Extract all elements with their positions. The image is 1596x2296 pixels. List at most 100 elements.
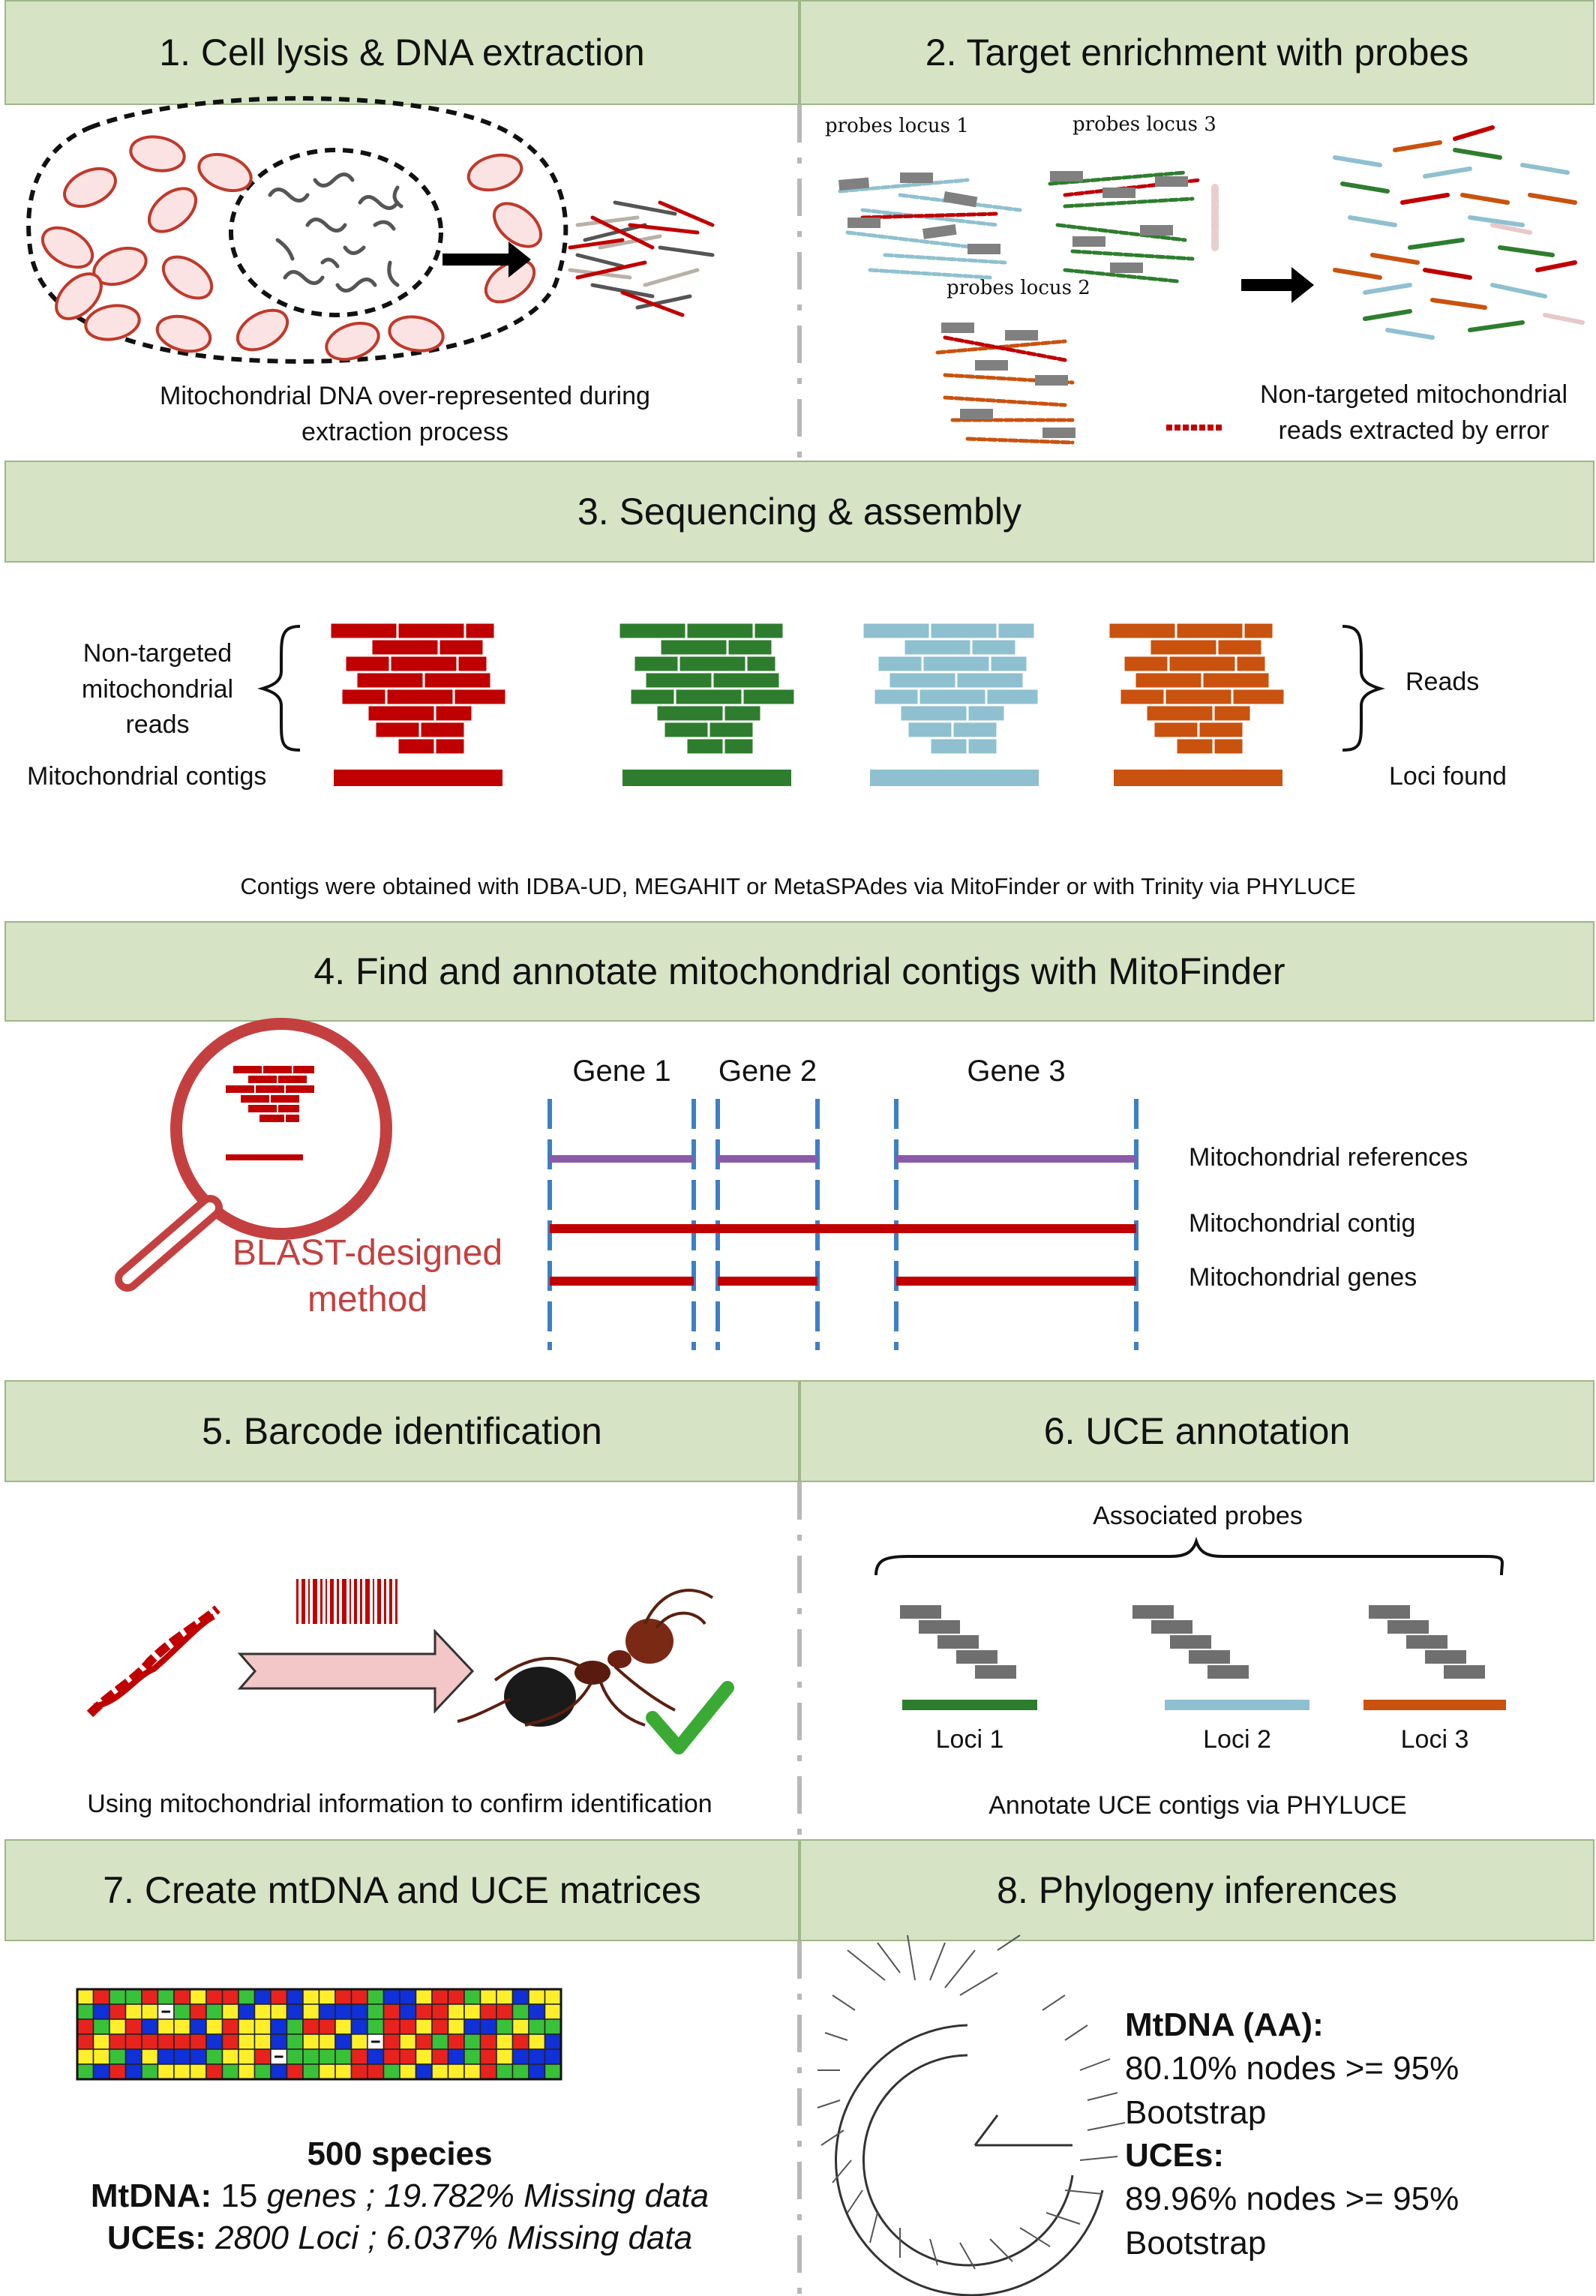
matrix-cell (415, 2048, 433, 2065)
matrix-cell (189, 2018, 207, 2035)
blast-method-label: BLAST-designed method (218, 1230, 518, 1324)
matrix-cell (141, 2033, 159, 2050)
matrix-cell (254, 1988, 272, 2005)
contig-bar-green (622, 770, 791, 786)
matrix-cell (302, 2003, 320, 2020)
matrix-cell (512, 1988, 530, 2005)
matrix-cell (270, 2003, 288, 2020)
matrix-cell (189, 2063, 207, 2080)
matrix-cell (318, 2048, 336, 2065)
matrix-cell (464, 2033, 482, 2050)
matrix-cell (286, 2033, 304, 2050)
matrix-cell (76, 1988, 94, 2005)
matrix-cell (124, 2018, 142, 2035)
matrix-cell (479, 2048, 497, 2065)
panel-2-title-text: 2. Target enrichment with probes (925, 32, 1469, 74)
matrix-cell (399, 2018, 417, 2035)
uce-stats-detail: 2800 Loci ; 6.037% Missing data (215, 2219, 693, 2256)
matrix-cell (528, 2018, 546, 2035)
matrix-cell (318, 2003, 336, 2020)
panel-4-title: 4. Find and annotate mitochondrial conti… (4, 921, 1594, 1022)
matrix-cell (367, 2003, 385, 2020)
matrix-cell (238, 2048, 256, 2065)
contig-bar-red (334, 770, 502, 786)
loci-3-label: Loci 3 (1400, 1725, 1469, 1754)
matrix-cell (157, 2048, 175, 2065)
matrix-cell (254, 2003, 272, 2020)
uce-bootstrap-stat: 89.96% nodes >= 95% Bootstrap (1125, 2180, 1460, 2262)
matrix-cell (512, 2003, 530, 2020)
matrix-cell (189, 1988, 207, 2005)
matrix-cell (382, 1988, 400, 2005)
enriched-reads-icon (1333, 125, 1585, 340)
probe-stack-1 (900, 1605, 1016, 1679)
matrix-cell (221, 1988, 239, 2005)
right-brace (1342, 625, 1385, 752)
matrix-cell (92, 1988, 110, 2005)
blast-method-line-2: method (307, 1280, 428, 1320)
matrix-cell (318, 2033, 336, 2050)
matrix-cell (238, 1988, 256, 2005)
matrix-cell (141, 2018, 159, 2035)
matrix-cell (334, 1988, 352, 2005)
matrix-cell (141, 2048, 159, 2065)
species-count: 500 species (307, 2135, 493, 2172)
matrix-cell (367, 2048, 385, 2065)
matrix-cell (382, 2063, 400, 2080)
dna-helix-icon (86, 1605, 220, 1718)
matrix-cell (528, 2033, 546, 2050)
matrix-cell (350, 2018, 368, 2035)
matrix-cell (221, 2003, 239, 2020)
matrix-cell (109, 2063, 127, 2080)
matrix-cell (431, 2033, 449, 2050)
panel-6-title: 6. UCE annotation (800, 1380, 1594, 1482)
matrix-cell (157, 2018, 175, 2035)
matrix-cell (92, 2033, 110, 2050)
matrix-cell (189, 2048, 207, 2065)
data-matrix (76, 1988, 562, 2081)
matrix-cell (206, 2048, 224, 2065)
mtdna-stats-label: MtDNA: (90, 2177, 212, 2214)
matrix-cell (76, 2003, 94, 2020)
probes-locus-3-cluster (1048, 170, 1219, 284)
matrix-cell (206, 2018, 224, 2035)
panel-4-title-text: 4. Find and annotate mitochondrial conti… (314, 950, 1286, 992)
loci-1-label: Loci 1 (935, 1725, 1004, 1754)
matrix-cell (350, 2033, 368, 2050)
read-stack-green (617, 621, 796, 756)
probes-locus-1-cluster (838, 173, 1022, 280)
matrix-cell (496, 1988, 514, 2005)
matrix-cell (92, 2003, 110, 2020)
locus-2-bar (1165, 1700, 1310, 1710)
panel-5-title-text: 5. Barcode identification (202, 1410, 602, 1452)
matrix-cell (464, 2063, 482, 2080)
matrix-cell (431, 2018, 449, 2035)
matrix-cell (431, 2063, 449, 2080)
panel-5-caption: Using mitochondrial information to confi… (87, 1790, 712, 1818)
mtdna-stats-detail: genes ; 19.782% Missing data (266, 2177, 710, 2214)
matrix-cell (382, 2003, 400, 2020)
associated-probes-label: Associated probes (1093, 1502, 1303, 1530)
contig-bar-orange (1114, 770, 1282, 786)
ant-icon (457, 1589, 714, 1727)
matrix-cell (286, 1988, 304, 2005)
panel-1-caption-line-2: extraction process (302, 417, 508, 446)
matrix-cell (270, 2033, 288, 2050)
matrix-cell (173, 1988, 191, 2005)
matrix-cell (464, 2003, 482, 2020)
mito-contig-label: Mitochondrial contig (1189, 1209, 1416, 1238)
panel-2-note-line-1: Non-targeted mitochondrial (1259, 380, 1568, 409)
matrix-cell (157, 1988, 175, 2005)
matrix-cell (238, 2063, 256, 2080)
matrix-cell (415, 1988, 433, 2005)
matrix-cell (173, 2003, 191, 2020)
matrix-cell (415, 2033, 433, 2050)
matrix-cell (76, 2033, 94, 2050)
matrix-cell (512, 2018, 530, 2035)
panel-8-title-text: 8. Phylogeny inferences (997, 1869, 1397, 1911)
matrix-cell (286, 2063, 304, 2080)
matrix-cell (479, 1988, 497, 2005)
matrix-cell (124, 1988, 142, 2005)
matrix-cell (447, 2033, 465, 2050)
matrix-cell (206, 2063, 224, 2080)
